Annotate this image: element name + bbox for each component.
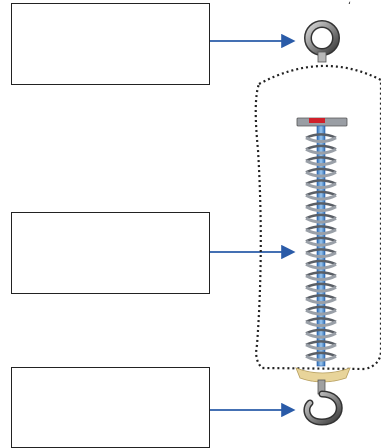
spring-coil-back xyxy=(305,328,337,335)
spring-coil-back xyxy=(305,225,337,231)
spring-coil-back xyxy=(305,167,337,174)
spring-coil-front xyxy=(305,170,337,178)
spring-coil-back xyxy=(305,236,337,243)
spring-coil-front xyxy=(305,136,337,144)
spring-coil-back xyxy=(305,248,337,254)
spring-coil-front xyxy=(305,251,337,259)
spring-coil-front xyxy=(305,285,337,293)
spring-coil-back xyxy=(305,259,337,266)
spring-coil-back xyxy=(305,144,337,151)
spring-coil-front xyxy=(305,205,337,213)
spring-coil-back xyxy=(305,156,337,162)
spring-coil-front xyxy=(305,147,337,155)
spring-coil-front xyxy=(305,297,337,305)
spring-coil-back xyxy=(305,294,337,300)
spring-coil-front xyxy=(305,182,337,190)
spring-coil-front xyxy=(305,216,337,224)
spring-coil-front xyxy=(305,239,337,247)
bottom-hook xyxy=(303,379,343,426)
spring-coil-back xyxy=(305,340,337,346)
spring-coil-back xyxy=(305,282,337,289)
label-box-top[interactable] xyxy=(11,3,210,85)
top-ring xyxy=(304,20,340,63)
spring-coils xyxy=(305,133,337,362)
spring-bottom-collar xyxy=(295,367,351,383)
spring-coil-front xyxy=(305,320,337,328)
spring-coil-front xyxy=(305,331,337,339)
spring-coil-front xyxy=(305,262,337,270)
corner-mark: ، xyxy=(347,0,351,7)
spring-coil-back xyxy=(305,317,337,323)
spring-coil-back xyxy=(305,305,337,312)
spring-coil-front xyxy=(305,159,337,167)
spring-coil-back xyxy=(305,271,337,277)
spring-coil-back xyxy=(305,179,337,185)
spring-coil-front xyxy=(305,343,337,351)
balance-body-outline xyxy=(254,64,381,371)
spring-coil-front xyxy=(305,274,337,282)
spring-coil-back xyxy=(305,133,337,139)
spring-coil-back xyxy=(305,202,337,208)
spring-top-cap xyxy=(296,117,348,127)
spring-coil-front xyxy=(305,308,337,316)
spring-coil-front xyxy=(305,228,337,236)
spring-coil-back xyxy=(305,351,337,358)
spring-coil-front xyxy=(305,193,337,201)
label-box-middle[interactable] xyxy=(11,212,210,294)
spring-coil-front xyxy=(305,354,337,362)
spring-coil-back xyxy=(305,190,337,197)
spring-coil-back xyxy=(305,213,337,220)
